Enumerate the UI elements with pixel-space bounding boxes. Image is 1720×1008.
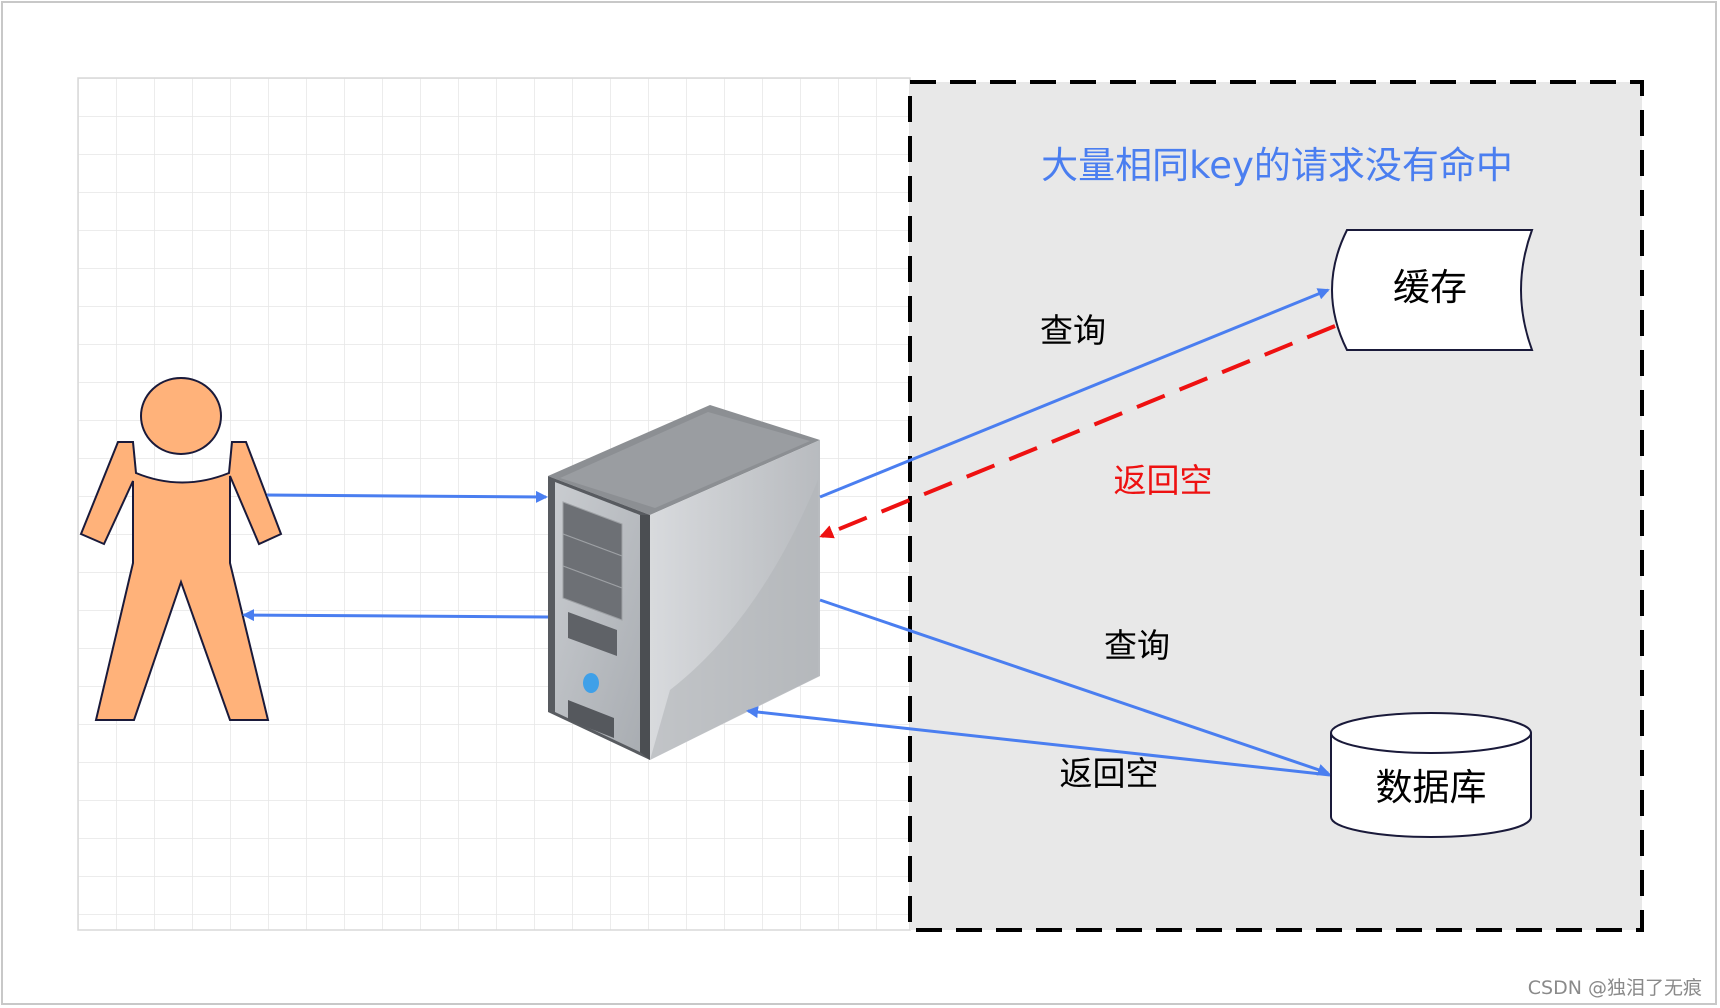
request-arrow <box>266 490 548 503</box>
db-return-arrow <box>746 706 1331 777</box>
cache-node: 缓存 <box>1331 229 1534 351</box>
cache-label: 缓存 <box>1393 266 1467 309</box>
cache-return-label: 返回空 <box>1114 461 1213 500</box>
response-arrow <box>242 609 549 622</box>
server-icon <box>548 405 820 760</box>
query-db-arrow <box>819 598 1330 776</box>
cache-return-arrow <box>819 324 1336 539</box>
user-icon <box>79 377 283 721</box>
database-label: 数据库 <box>1376 766 1487 809</box>
miss-region <box>908 80 1644 932</box>
query-db-label: 查询 <box>1104 626 1170 665</box>
region-title: 大量相同key的请求没有命中 <box>1041 144 1513 187</box>
query-cache-arrow <box>819 288 1330 499</box>
db-return-label: 返回空 <box>1060 754 1159 793</box>
database-node: 数据库 <box>1330 712 1532 838</box>
query-cache-label: 查询 <box>1040 311 1106 350</box>
watermark: CSDN @独泪了无痕 <box>1527 977 1702 999</box>
